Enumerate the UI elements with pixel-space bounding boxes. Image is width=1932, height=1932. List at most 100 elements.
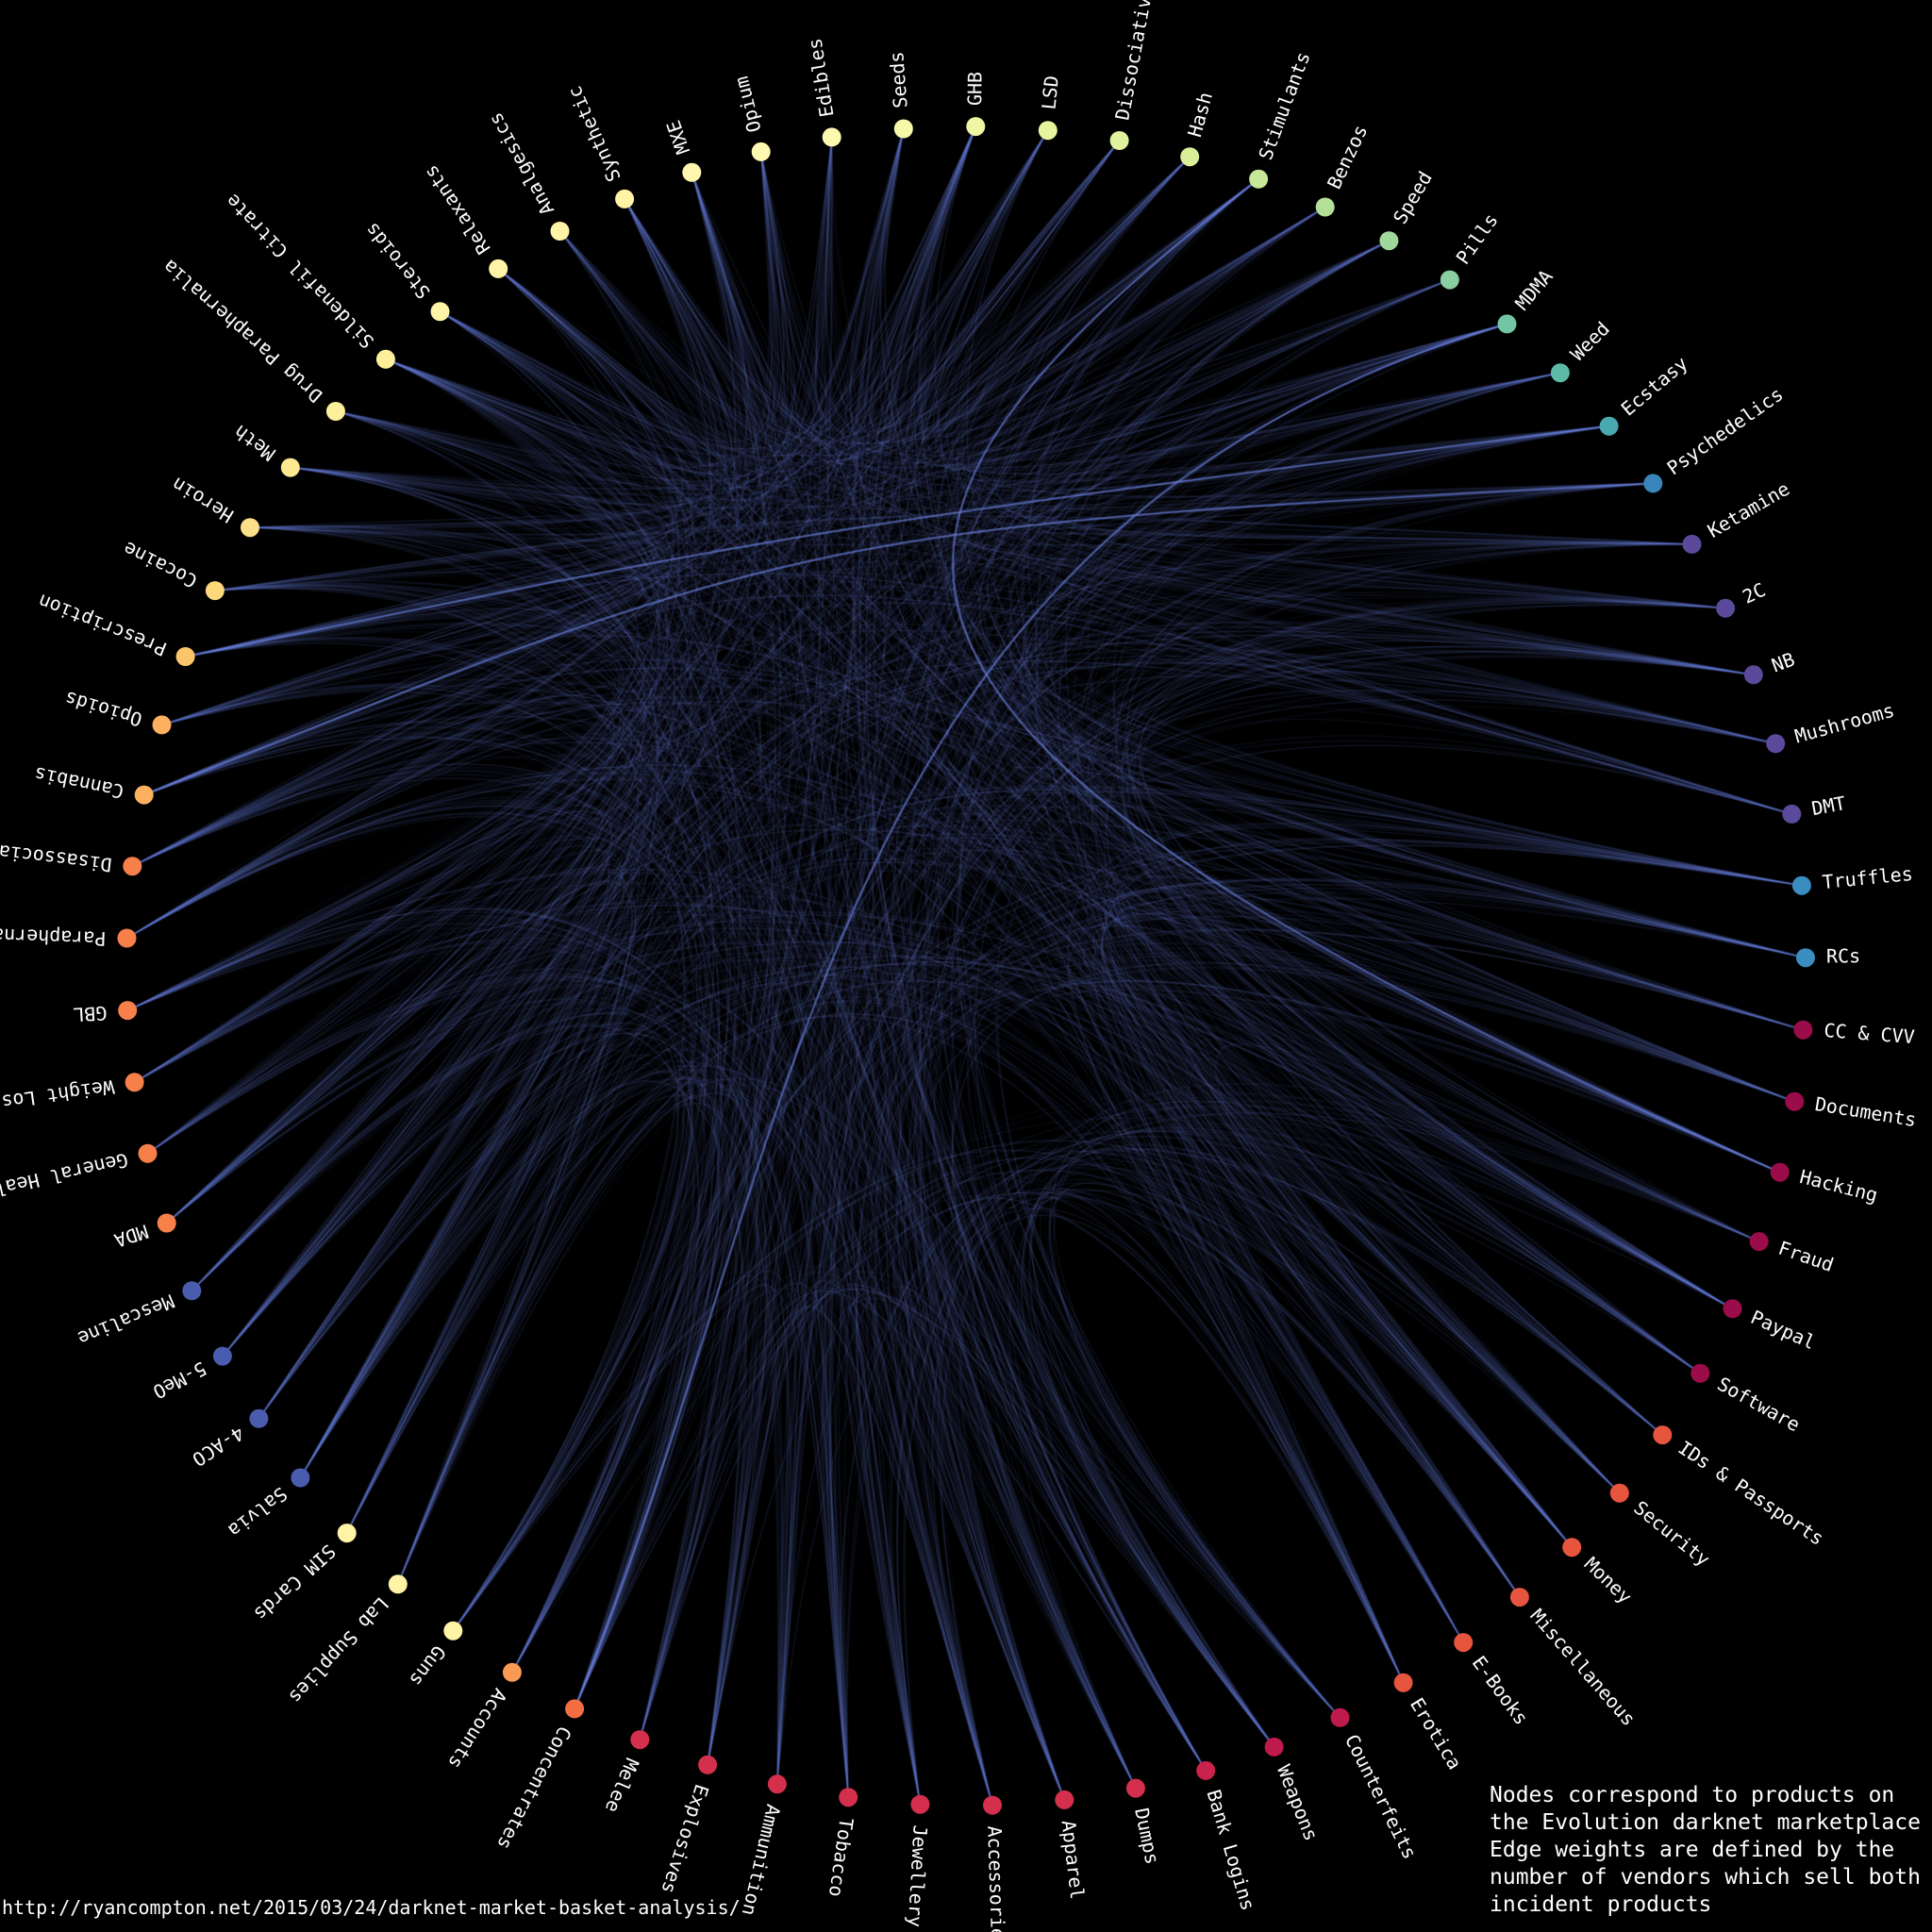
node-label: Weed xyxy=(1566,317,1614,365)
node-psychedelics[interactable] xyxy=(1643,474,1663,493)
node-label: Concentrates xyxy=(492,1723,576,1854)
node-label: Erotica xyxy=(1406,1693,1466,1773)
node-dumps[interactable] xyxy=(1125,1778,1145,1798)
edge xyxy=(691,172,1754,675)
edge xyxy=(147,172,737,1155)
node-salvia[interactable] xyxy=(291,1468,310,1488)
edge xyxy=(707,602,1726,1765)
node-paypal[interactable] xyxy=(1723,1299,1742,1319)
node-mescaline[interactable] xyxy=(182,1281,202,1301)
node-software[interactable] xyxy=(1690,1363,1710,1383)
node-analgesics[interactable] xyxy=(550,222,570,241)
node-ecstasy[interactable] xyxy=(1599,416,1619,436)
node-4-aco[interactable] xyxy=(249,1408,269,1428)
node-explosives[interactable] xyxy=(698,1755,718,1774)
node-label: Documents xyxy=(1813,1092,1918,1131)
node-label: Hacking xyxy=(1797,1165,1880,1207)
node-accessories[interactable] xyxy=(983,1795,1002,1815)
node-lab-supplies[interactable] xyxy=(388,1574,408,1594)
node-ammunition[interactable] xyxy=(767,1774,787,1794)
node-mda[interactable] xyxy=(157,1213,176,1233)
node-disassociatives[interactable] xyxy=(123,857,142,876)
node-steroids[interactable] xyxy=(430,302,450,322)
node-opioids[interactable] xyxy=(152,715,172,735)
node-cannabis[interactable] xyxy=(134,785,154,805)
node-documents[interactable] xyxy=(1785,1091,1805,1111)
node-ketamine[interactable] xyxy=(1682,534,1702,554)
node-melee[interactable] xyxy=(630,1730,650,1750)
node-5-meo[interactable] xyxy=(212,1346,232,1366)
node-e-books[interactable] xyxy=(1454,1633,1474,1653)
node-edibles[interactable] xyxy=(822,127,841,147)
node-money[interactable] xyxy=(1562,1538,1582,1557)
edge xyxy=(880,125,1692,545)
edge xyxy=(185,615,646,1291)
edge xyxy=(147,910,1759,1242)
node-jewellery[interactable] xyxy=(910,1794,930,1814)
edge xyxy=(191,128,905,1291)
node-bank-logins[interactable] xyxy=(1196,1760,1216,1780)
node-weapons[interactable] xyxy=(1264,1737,1284,1757)
node-concentrates[interactable] xyxy=(565,1699,585,1719)
node-erotica[interactable] xyxy=(1393,1673,1413,1692)
edge xyxy=(385,137,833,465)
node-cc-cvv[interactable] xyxy=(1793,1020,1813,1040)
node-ids-passports[interactable] xyxy=(1653,1425,1673,1445)
source-link[interactable]: http://ryancompton.net/2015/03/24/darkne… xyxy=(2,1896,741,1919)
node-meth[interactable] xyxy=(280,458,300,477)
node-hacking[interactable] xyxy=(1770,1162,1790,1182)
node-mdma[interactable] xyxy=(1497,314,1517,334)
node-weight-loss[interactable] xyxy=(125,1073,144,1092)
node-drug-paraphernalia[interactable] xyxy=(325,402,345,421)
node-rcs[interactable] xyxy=(1796,948,1815,968)
node-apparel[interactable] xyxy=(1055,1790,1074,1809)
node-security[interactable] xyxy=(1609,1483,1629,1503)
edge xyxy=(889,125,1795,1103)
node-dissociatives[interactable] xyxy=(1109,131,1129,150)
node-cocaine[interactable] xyxy=(205,581,225,601)
node-stimulants[interactable] xyxy=(1249,169,1269,189)
node-tobacco[interactable] xyxy=(839,1788,858,1807)
node-accounts[interactable] xyxy=(502,1662,522,1682)
node-opium[interactable] xyxy=(751,142,771,161)
node-synthetic[interactable] xyxy=(615,189,635,208)
edge xyxy=(845,128,1259,445)
node-dmt[interactable] xyxy=(1782,804,1802,824)
node-counterfeits[interactable] xyxy=(1330,1707,1350,1727)
node-prescription[interactable] xyxy=(175,647,195,666)
edge xyxy=(1215,1042,1733,1598)
edge xyxy=(126,770,1701,1374)
node-heroin[interactable] xyxy=(241,518,259,538)
node-weed[interactable] xyxy=(1550,363,1570,383)
node-miscellaneous[interactable] xyxy=(1509,1588,1529,1607)
edge xyxy=(192,791,1802,1291)
node-fraud[interactable] xyxy=(1749,1232,1769,1252)
node-truffles[interactable] xyxy=(1791,875,1811,895)
node-pills[interactable] xyxy=(1440,270,1459,290)
node-guns[interactable] xyxy=(443,1621,463,1641)
node-general-health[interactable] xyxy=(138,1143,158,1163)
edge xyxy=(147,858,625,1357)
edge xyxy=(385,137,833,486)
node-nb[interactable] xyxy=(1743,665,1763,685)
node-hash[interactable] xyxy=(1180,147,1200,167)
edge xyxy=(335,178,1259,474)
edge xyxy=(1226,1018,1733,1374)
node-gbl[interactable] xyxy=(118,1001,138,1021)
node-label: RCs xyxy=(1826,944,1860,967)
node-benzos[interactable] xyxy=(1315,197,1335,217)
edge xyxy=(776,1285,1275,1785)
edge xyxy=(828,137,1759,1242)
node-lsd[interactable] xyxy=(1038,121,1058,141)
node-relaxants[interactable] xyxy=(489,258,508,278)
node-speed[interactable] xyxy=(1379,231,1399,251)
node-sildenafil-citrate[interactable] xyxy=(375,349,395,369)
node-sim-cards[interactable] xyxy=(337,1524,357,1543)
node-2c[interactable] xyxy=(1716,598,1736,618)
node-ghb[interactable] xyxy=(966,117,986,137)
node-mxe[interactable] xyxy=(682,162,702,182)
node-paraphernalia[interactable] xyxy=(117,928,137,948)
node-mushrooms[interactable] xyxy=(1766,734,1786,754)
node-seeds[interactable] xyxy=(893,119,913,139)
edge xyxy=(299,1082,1065,1801)
